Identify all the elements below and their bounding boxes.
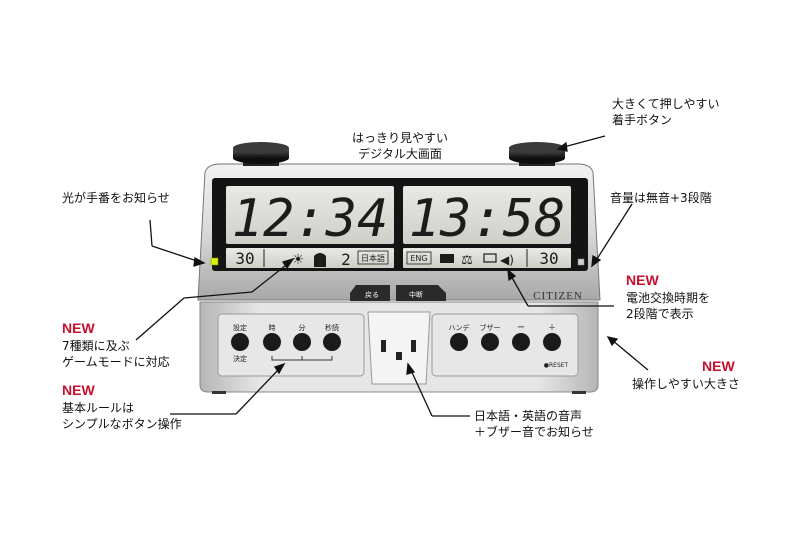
minus-button-label: ー xyxy=(517,323,525,332)
byoyomi-button xyxy=(323,333,341,351)
callout-size-line1: 操作しやすい大きさ xyxy=(632,377,740,391)
callout-size: 操作しやすい大きさ xyxy=(632,376,740,392)
bell-icon xyxy=(314,253,326,267)
japanese-language-indicator: 日本語 xyxy=(361,253,385,263)
minus-button xyxy=(512,333,530,351)
reset-label: ●RESET xyxy=(544,362,569,369)
right-plunger-button xyxy=(509,142,565,154)
right-lcd xyxy=(403,186,571,244)
callout-voice-line1: 日本語・英語の音声 xyxy=(474,409,583,423)
handicap-button xyxy=(450,333,468,351)
cup-icon xyxy=(440,254,454,263)
left-sub-lcd xyxy=(226,248,394,268)
callout-voice-line2: ＋ブザー音でお知らせ xyxy=(474,425,594,439)
left-plunger-button xyxy=(233,142,289,154)
callout-basic-line1: 基本ルールは xyxy=(62,401,135,415)
callout-plunger: 大きくて押しやすい 着手ボタン xyxy=(612,96,720,128)
speaker-icon: ◀) xyxy=(500,253,514,267)
pause-button-label: 中断 xyxy=(409,290,423,299)
callout-modes: 7種類に及ぶ ゲームモードに対応 xyxy=(62,338,170,370)
scale-icon: ⚖ xyxy=(461,253,473,268)
callout-battery-line1: 電池交換時期を xyxy=(626,291,711,305)
new-badge-basic: NEW xyxy=(62,382,95,398)
callout-turn-light-line1: 光が手番をお知らせ xyxy=(62,191,170,205)
set-button xyxy=(231,333,249,351)
callout-basic: 基本ルールは シンプルなボタン操作 xyxy=(62,400,182,432)
hour-button xyxy=(263,333,281,351)
callout-volume: 音量は無音+3段階 xyxy=(610,190,712,206)
callout-basic-line2: シンプルなボタン操作 xyxy=(62,417,182,431)
callout-lines xyxy=(135,135,649,417)
callout-volume-line1: 音量は無音+3段階 xyxy=(610,191,712,205)
right-time-digits: 13:58 xyxy=(409,189,566,249)
callout-modes-line1: 7種類に及ぶ xyxy=(62,339,130,353)
sun-icon: ☀ xyxy=(292,252,305,268)
plus-button xyxy=(543,333,561,351)
speaker-slot-left xyxy=(381,340,386,352)
handicap-button-label: ハンデ xyxy=(449,323,470,332)
buzzer-button xyxy=(481,333,499,351)
set-button-label: 設定 xyxy=(233,323,247,332)
battery-icon xyxy=(483,253,497,263)
minute-button xyxy=(293,333,311,351)
right-seconds-readout: 30 xyxy=(539,249,558,268)
english-language-indicator: ENG xyxy=(410,254,427,263)
callout-battery-line2: 2段階で表示 xyxy=(626,307,694,321)
callout-battery: 電池交換時期を 2段階で表示 xyxy=(626,290,710,322)
callout-plunger-line1: 大きくて押しやすい xyxy=(612,97,720,111)
callout-display-line1: はっきり見やすい xyxy=(351,131,448,145)
callout-modes-line2: ゲームモードに対応 xyxy=(62,355,170,369)
left-time-digits: 12:34 xyxy=(232,189,389,249)
speaker-slot-right xyxy=(411,340,416,352)
buzzer-button-label: ブザー xyxy=(480,323,501,332)
speaker-slot-center xyxy=(396,352,402,360)
new-badge-modes: NEW xyxy=(62,320,95,336)
brand-logo: CITIZEN xyxy=(533,290,583,302)
back-button xyxy=(350,285,390,301)
back-button-label: 戻る xyxy=(365,290,379,299)
byoyomi-button-label: 秒読 xyxy=(325,323,339,332)
callout-voice: 日本語・英語の音声 ＋ブザー音でお知らせ xyxy=(474,408,594,440)
left-turn-light xyxy=(210,257,219,266)
left-seconds-readout: 30 xyxy=(235,249,254,268)
right-turn-light xyxy=(577,258,585,266)
set-button-sublabel: 決定 xyxy=(233,354,247,363)
hour-button-label: 時 xyxy=(269,324,276,332)
right-control-panel xyxy=(431,313,579,377)
callout-turn-light: 光が手番をお知らせ xyxy=(62,190,170,206)
minute-button-label: 分 xyxy=(299,323,306,332)
new-badge-size: NEW xyxy=(702,358,735,374)
plus-button-label: ＋ xyxy=(548,323,556,332)
new-badge-battery: NEW xyxy=(626,272,659,288)
callout-plunger-line2: 着手ボタン xyxy=(612,113,673,127)
callout-display-line2: デジタル大画面 xyxy=(358,147,442,161)
pause-button xyxy=(396,285,446,301)
mode-number: 2 xyxy=(341,250,351,269)
left-lcd xyxy=(226,186,394,244)
callout-display: はっきり見やすい デジタル大画面 xyxy=(340,130,460,162)
